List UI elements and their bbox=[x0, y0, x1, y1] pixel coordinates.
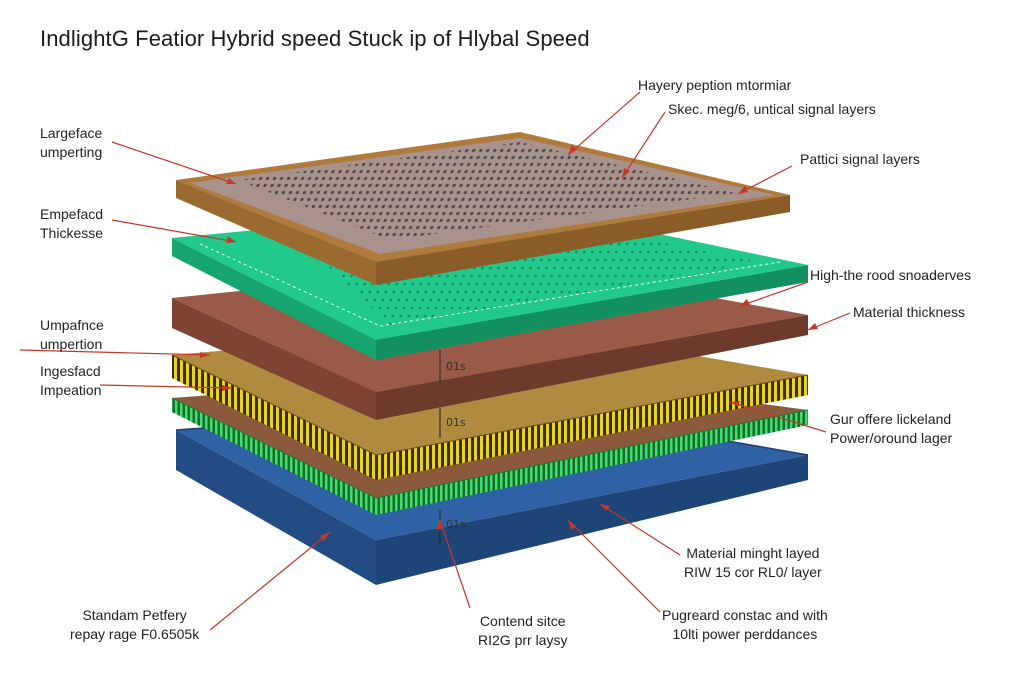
leader-arrowheads bbox=[200, 145, 818, 541]
label-high-the-rood: High-the rood snoaderves bbox=[810, 267, 972, 283]
thickness-label-1: 01s bbox=[446, 360, 466, 373]
thickness-label-3: 01s bbox=[446, 518, 466, 531]
label-hayery-peption: Hayery peption mtormiar bbox=[638, 77, 792, 93]
label-pattici-signal-layers: Pattici signal layers bbox=[800, 151, 920, 167]
label-skec-meg: Skec. meg/6, untical signal layers bbox=[668, 101, 876, 117]
diagram-title: IndlightG Featior Hybrid speed Stuck ip … bbox=[40, 26, 590, 51]
thickness-label-2: 01s bbox=[446, 416, 466, 429]
label-material-thickness: Material thickness bbox=[853, 304, 966, 320]
